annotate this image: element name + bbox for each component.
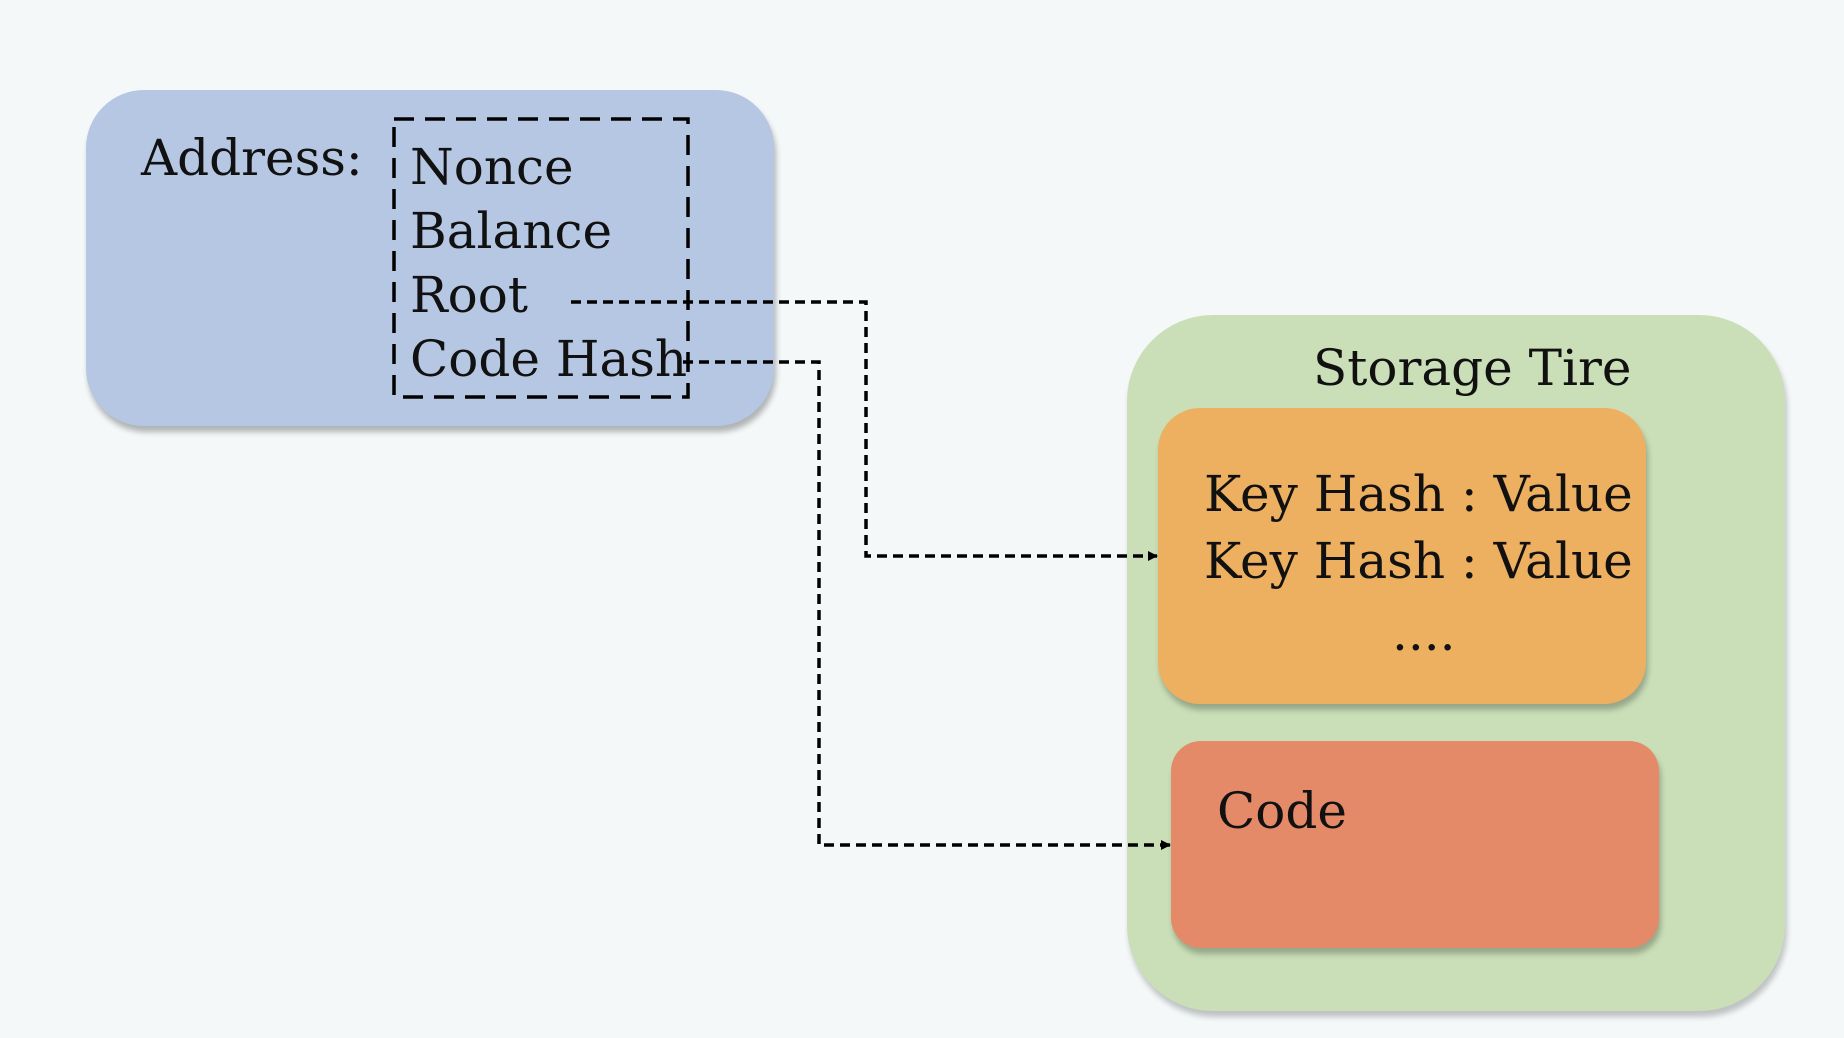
code-hash-field: Code Hash (410, 330, 688, 388)
key-value-entry: Key Hash : Value (1204, 532, 1633, 590)
key-value-box (1158, 408, 1646, 704)
key-value-ellipsis: .... (1392, 604, 1456, 662)
storage-trie-title: Storage Tire (1313, 339, 1632, 397)
balance-field: Balance (410, 202, 613, 260)
code-box (1171, 741, 1659, 948)
codehash-to-code-arrow (683, 360, 1171, 850)
code-label: Code (1217, 782, 1347, 840)
nonce-field: Nonce (410, 138, 574, 196)
address-label: Address: (141, 129, 363, 187)
root-field: Root (410, 266, 528, 324)
key-value-entry: Key Hash : Value (1204, 465, 1633, 523)
